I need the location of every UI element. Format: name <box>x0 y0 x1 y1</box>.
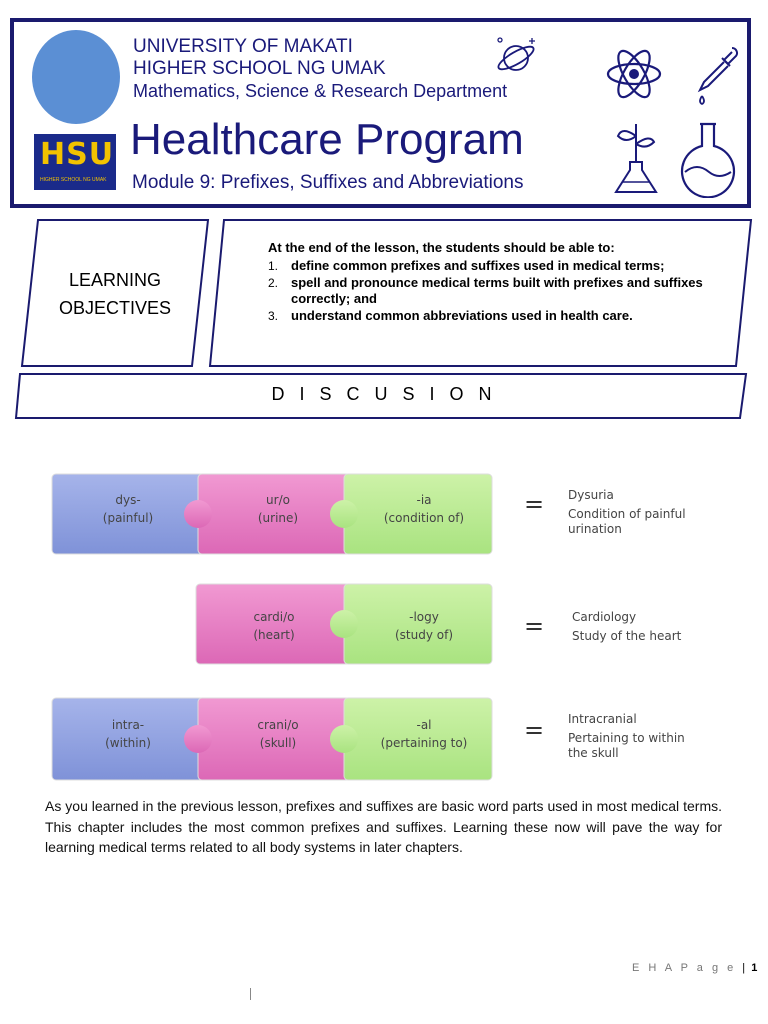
atom-icon <box>606 49 662 99</box>
label-line-1: LEARNING <box>68 270 162 290</box>
label-box-outline <box>20 219 210 367</box>
discussion-bar-outline <box>14 373 748 419</box>
label-line-2: OBJECTIVES <box>58 298 172 318</box>
discussion-heading: D I S C U S I O N <box>271 384 497 404</box>
content-box-outline <box>208 219 753 367</box>
hsu-logo-text: HSU <box>40 137 115 172</box>
module-title: Module 9: Prefixes, Suffixes and Abbrevi… <box>132 172 524 193</box>
footer-separator: | <box>742 962 746 974</box>
objective-item: 3.understand common abbreviations used i… <box>268 308 633 323</box>
institution-lines: UNIVERSITY OF MAKATI HIGHER SCHOOL NG UM… <box>133 36 507 102</box>
footer-label: E H A P a g e <box>632 962 737 974</box>
body-paragraph: As you learned in the previous lesson, p… <box>45 798 722 855</box>
equals-sign: = <box>524 490 545 518</box>
text-cursor-mark <box>250 988 251 1000</box>
page-number: 1 <box>751 962 758 974</box>
hsu-logo: HSU HIGHER SCHOOL NG UMAK <box>34 134 116 190</box>
suffix-tab-left <box>330 610 358 638</box>
suffix-text: -al(pertaining to) <box>380 718 468 750</box>
university-logo <box>32 30 120 124</box>
dropper-icon <box>697 47 738 106</box>
learning-objectives-content-box: At the end of the lesson, the students s… <box>208 218 753 368</box>
diagram-row-intracranial <box>51 697 493 781</box>
program-title: Healthcare Program <box>130 115 524 164</box>
planet-icon <box>497 37 535 71</box>
diagram-row-cardiology <box>195 583 493 665</box>
page-footer: E H A P a g e | 1 <box>632 962 757 974</box>
objective-item: 2.spell and pronounce medical terms buil… <box>268 275 703 306</box>
suffix-text: -ia(condition of) <box>383 493 465 525</box>
learning-objectives-label: LEARNING OBJECTIVES <box>20 266 210 322</box>
university-name: UNIVERSITY OF MAKATI <box>133 36 353 57</box>
suffix-tab-left <box>330 500 358 528</box>
header-banner: HSU HIGHER SCHOOL NG UMAK UNIVERSITY OF … <box>10 18 751 208</box>
equals-sign: = <box>524 716 545 744</box>
diagram-row-dysuria <box>51 473 493 555</box>
root-text: crani/o(skull) <box>257 718 299 750</box>
plant-flask-icon <box>614 124 658 193</box>
department-name: Mathematics, Science & Research Departme… <box>133 81 508 101</box>
round-flask-icon <box>680 122 736 198</box>
equals-sign: = <box>524 612 545 640</box>
root-text: cardi/o(heart) <box>253 610 295 642</box>
discussion-bar <box>14 372 748 420</box>
root-text: ur/o(urine) <box>257 493 299 525</box>
prefix-text: dys-(painful) <box>102 493 154 525</box>
school-name: HIGHER SCHOOL NG UMAK <box>133 58 386 79</box>
suffix-text: -logy(study of) <box>394 610 454 642</box>
prefix-text: intra-(within) <box>105 718 151 750</box>
objectives-list: 1.define common prefixes and suffixes us… <box>268 258 708 325</box>
suffix-tab-left <box>330 725 358 753</box>
hsu-logo-subtext: HIGHER SCHOOL NG UMAK <box>40 177 107 183</box>
word-part-diagram <box>51 473 493 781</box>
root-tab-left <box>184 725 212 753</box>
root-tab-left <box>184 500 212 528</box>
learning-objectives-label-box: LEARNING OBJECTIVES <box>20 218 210 368</box>
objectives-intro: At the end of the lesson, the students s… <box>268 240 615 255</box>
objective-item: 1.define common prefixes and suffixes us… <box>268 258 665 273</box>
